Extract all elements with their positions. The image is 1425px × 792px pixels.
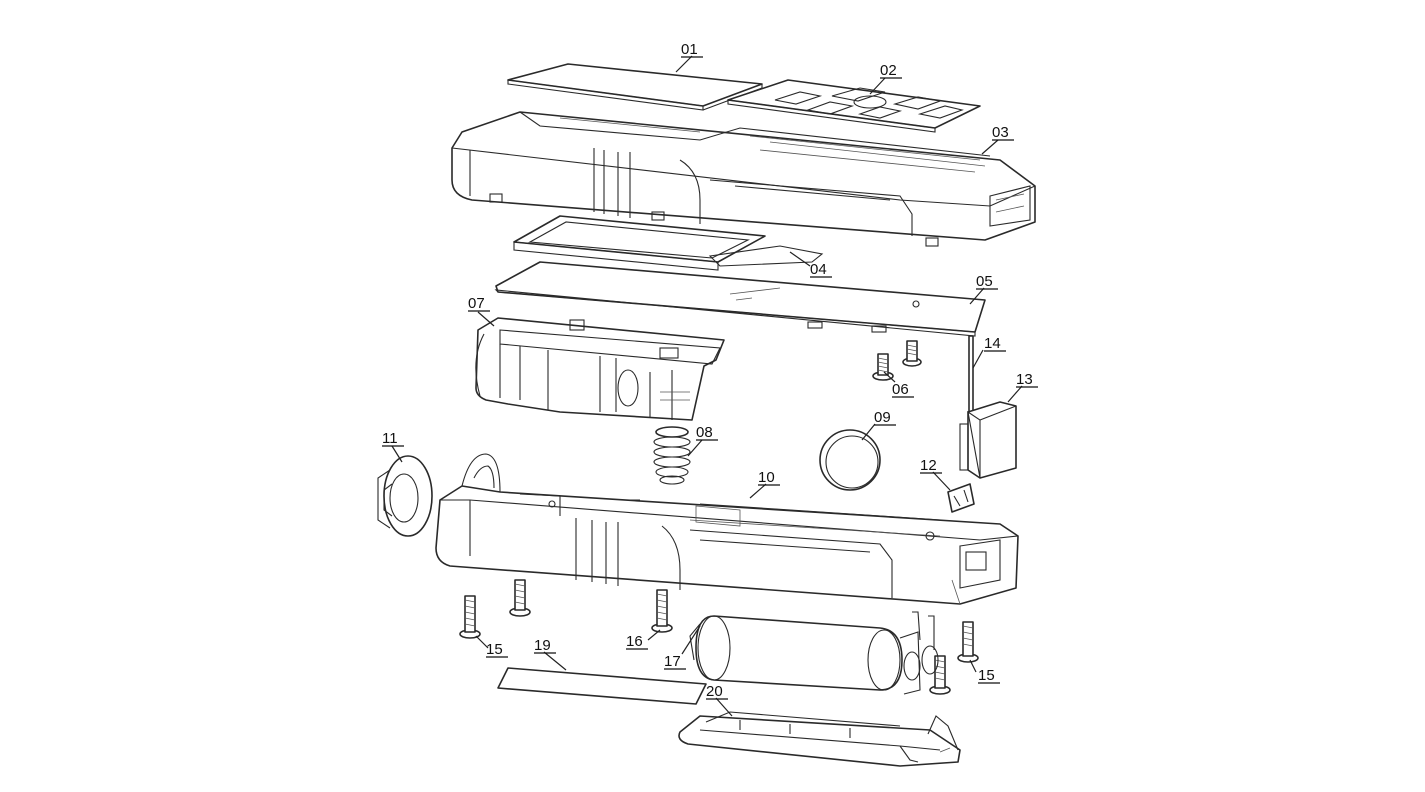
- part-19-label: [497, 667, 707, 705]
- svg-text:14: 14: [984, 335, 1001, 352]
- callout-20: 20: [706, 683, 728, 700]
- part-11-ring: [377, 455, 433, 537]
- svg-text:10: 10: [758, 469, 775, 486]
- svg-text:20: 20: [706, 683, 723, 700]
- callout-02: 02: [880, 62, 902, 79]
- callout-04: 04: [810, 261, 832, 278]
- leader-lines: [391, 55, 1023, 717]
- callout-10: 10: [758, 469, 780, 486]
- callout-11: 11: [382, 430, 404, 447]
- svg-text:01: 01: [681, 41, 698, 58]
- svg-text:05: 05: [976, 273, 993, 290]
- callout-12: 12: [920, 457, 942, 474]
- callout-01: 01: [681, 41, 703, 58]
- svg-text:15: 15: [978, 667, 995, 684]
- callout-03: 03: [992, 124, 1014, 141]
- part-14-pin: [968, 335, 974, 419]
- callout-13: 13: [1016, 371, 1038, 388]
- svg-text:09: 09: [874, 409, 891, 426]
- callout-17: 17: [664, 653, 686, 670]
- part-08-spring: [653, 426, 691, 485]
- callout-15-left: 15: [486, 641, 508, 658]
- callout-14: 14: [984, 335, 1006, 352]
- svg-text:07: 07: [468, 295, 485, 312]
- callout-09: 09: [874, 409, 896, 426]
- svg-text:12: 12: [920, 457, 937, 474]
- callout-07: 07: [468, 295, 490, 312]
- part-02-keypad: [727, 79, 981, 133]
- callout-08: 08: [696, 424, 718, 441]
- part-15-screw-right: [957, 621, 979, 663]
- svg-text:15: 15: [486, 641, 503, 658]
- svg-text:03: 03: [992, 124, 1009, 141]
- part-07-laser-module: [475, 317, 725, 421]
- part-06-screws: [872, 340, 922, 381]
- part-13-clip: [959, 401, 1017, 479]
- svg-text:02: 02: [880, 62, 897, 79]
- callout-06: 06: [892, 381, 914, 398]
- callout-19: 19: [534, 637, 556, 654]
- callout-15-right: 15: [978, 667, 1000, 684]
- svg-text:08: 08: [696, 424, 713, 441]
- callout-16: 16: [626, 633, 648, 650]
- part-17-battery: [689, 611, 939, 695]
- part-04-lcd-module: [513, 215, 824, 271]
- part-screw-battery: [929, 655, 951, 695]
- part-05-main-pcb: [494, 261, 986, 337]
- part-03-top-housing: [451, 111, 1036, 247]
- part-15-screw-left: [459, 595, 481, 639]
- part-01-display-window: [507, 63, 763, 111]
- svg-text:04: 04: [810, 261, 827, 278]
- part-16-screw: [651, 589, 673, 633]
- svg-text:11: 11: [382, 430, 398, 447]
- part-screw-center-left: [509, 579, 531, 617]
- svg-text:13: 13: [1016, 371, 1033, 388]
- part-12-bracket: [947, 483, 975, 513]
- part-09-button-battery: [819, 429, 881, 491]
- svg-text:16: 16: [626, 633, 643, 650]
- callout-05: 05: [976, 273, 998, 290]
- svg-text:06: 06: [892, 381, 909, 398]
- svg-text:19: 19: [534, 637, 551, 654]
- part-20-battery-door: [678, 711, 961, 767]
- part-10-bottom-housing: [435, 453, 1019, 605]
- svg-text:17: 17: [664, 653, 681, 670]
